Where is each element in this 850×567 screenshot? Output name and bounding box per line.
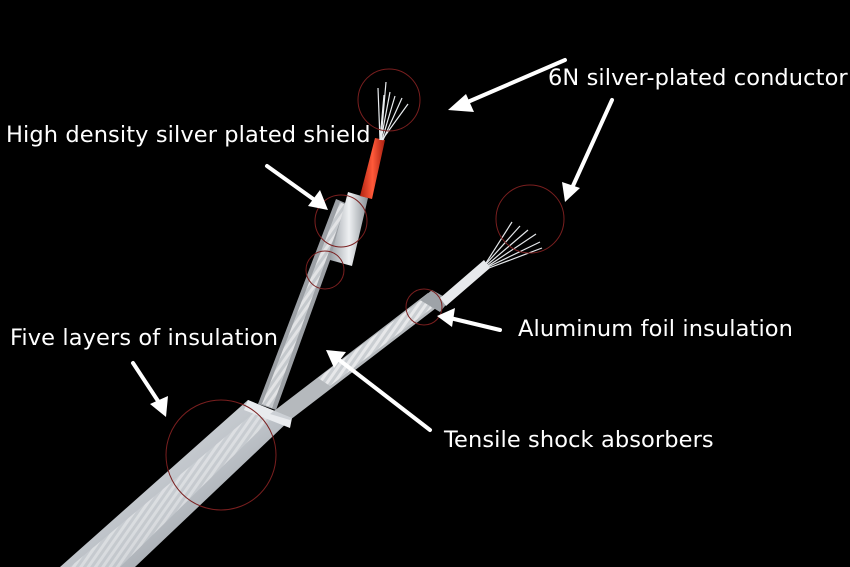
arrow-shield [265, 164, 328, 210]
arrow-conductor-2 [562, 98, 614, 202]
foil-core [270, 221, 543, 420]
label-absorbers: Tensile shock absorbers [444, 427, 714, 453]
callout-circles [165, 68, 565, 511]
label-shield: High density silver plated shield [6, 122, 371, 148]
outer-jacket [60, 400, 292, 567]
arrow-foil [437, 308, 502, 332]
label-insulation: Five layers of insulation [10, 325, 279, 351]
arrow-insulation [131, 361, 168, 417]
shielded-core [258, 81, 409, 410]
label-conductor: 6N silver-plated conductor [548, 65, 848, 91]
arrow-conductor-1 [448, 58, 567, 112]
arrow-absorbers [326, 350, 432, 432]
label-foil: Aluminum foil insulation [518, 316, 794, 342]
